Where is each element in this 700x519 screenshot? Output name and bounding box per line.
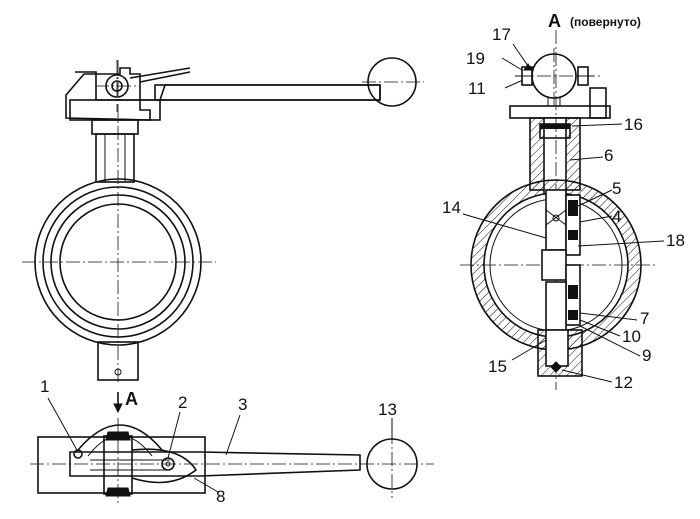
front-bottom-trunnion — [97, 341, 139, 381]
view-a-section: A (повернуто) — [460, 11, 665, 390]
callout-8: 8 — [216, 487, 225, 506]
callout-1: 1 — [40, 377, 49, 396]
callout-17: 17 — [492, 25, 511, 44]
view-a-stem — [541, 189, 581, 333]
top-view-leaders — [47, 397, 393, 493]
callout-15: 15 — [488, 357, 507, 376]
view-arrow-label: A — [125, 389, 138, 409]
view-a-knob — [509, 48, 611, 119]
callout-9: 9 — [642, 346, 651, 365]
callout-14: 14 — [442, 198, 461, 217]
view-a-neck — [529, 117, 581, 231]
view-a-bottom-trunnion — [537, 329, 583, 377]
callout-16: 16 — [624, 115, 643, 134]
callout-18: 18 — [666, 231, 685, 250]
callout-4: 4 — [612, 207, 621, 226]
view-a-leaders — [462, 43, 665, 383]
front-view — [22, 57, 424, 385]
view-title-letter: A — [548, 11, 561, 31]
view-title-note: (повернуто) — [570, 15, 641, 29]
top-view: A — [30, 389, 434, 505]
callout-11: 11 — [468, 79, 486, 98]
callout-2: 2 — [178, 393, 187, 412]
callout-5: 5 — [612, 179, 621, 198]
callout-7: 7 — [640, 309, 649, 328]
front-handle — [65, 57, 424, 121]
callout-12: 12 — [614, 373, 633, 392]
callout-3: 3 — [238, 395, 247, 414]
callouts: 1 2 3 4 5 6 7 8 9 10 11 12 13 14 15 16 1… — [40, 25, 685, 506]
callout-13: 13 — [378, 400, 397, 419]
callout-10: 10 — [622, 327, 641, 346]
front-neck — [91, 119, 139, 183]
callout-19: 19 — [466, 49, 485, 68]
callout-6: 6 — [604, 146, 613, 165]
front-body — [22, 60, 216, 385]
